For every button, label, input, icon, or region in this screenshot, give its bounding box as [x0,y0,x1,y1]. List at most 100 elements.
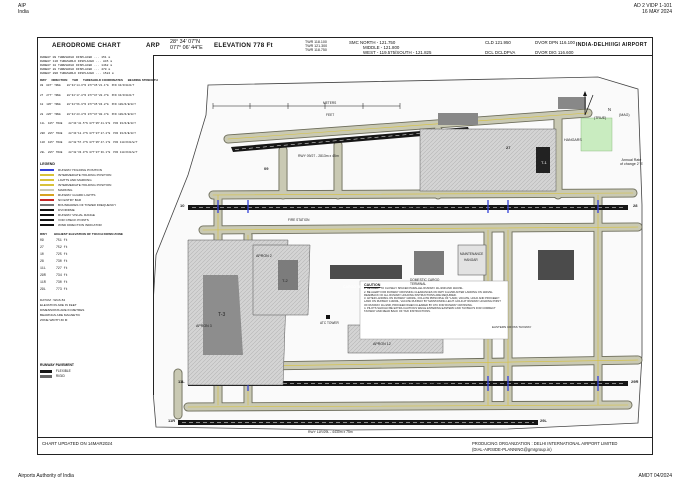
pavement-rigid-label: RIGID [55,374,65,378]
legend-item-label: DVOR/DME [58,208,75,212]
bearing-cell: 28°33'12.3"N 077°07'27.2"E [68,131,111,135]
datum-note: DIMENSIONS ARE IN METRES [40,308,85,312]
chart-updated: CHART UPDATED ON 14MAR2024 [42,441,113,446]
elevation-rwy: 27 [40,245,44,249]
label-apron-3: APRON 3 [196,324,212,328]
legend-swatch [40,209,54,212]
pavement-title: RUNWAY PAVEMENT [40,363,74,367]
legend-swatch [40,194,54,197]
label-rwy-11l29r: RWY 11L/29R - 4430m x 60m [404,381,449,385]
label-rwy-09: 09 [264,166,269,171]
scale-bar [212,103,401,109]
bearing-cell: PCN 110/R/B/W/T [113,141,138,144]
legend-item-label: RUNWAY GUARD LIGHTS [58,193,96,197]
legend-item-label: NO ENTRY BAR [58,198,82,202]
twr-freq-2: TWR 121.300 [305,44,328,48]
bearing-cell: PCN 93/R/B/W/T [111,93,135,97]
page-footer-right: AMDT 04/2024 [638,473,672,479]
producing-organization: PRODUCING ORGANIZATION : DELHI INTERNATI… [472,441,618,446]
bearing-cell: 097° TRUE [46,84,61,87]
smc-north: SMC NORTH - 121.750 [349,40,396,45]
elevation-rwy: 10 [40,252,44,256]
label-rwy-10: 10 [180,203,185,208]
hangar-block [438,113,478,125]
threshold-row-5: RUNWAY 29R THRESHOLD DISPLACED ... 1524 … [40,72,114,75]
arp-latitude: 28° 34' 07"N [170,39,200,45]
legend-item-label: VOR CHECK POINTS [58,218,89,222]
caution-item-1: 1. BE ALERT TO CLOSELY SPACED PARALLEL R… [364,287,464,291]
pavement-flexible-label: FLEXIBLE [55,369,71,373]
bearing-cell: 105° TRUE [47,141,63,144]
bearing-cell: 29R [40,131,45,135]
page-footer-left: Airports Authority of India [18,473,74,479]
terminal-3-building [203,275,243,355]
legend-swatch [40,199,54,202]
elevation-value: 730 ft [56,280,68,284]
label-rwy-29r: 29R [631,379,639,384]
legend-swatch [40,214,54,217]
bearing-cell: 09 [40,84,44,87]
bearing-cell: 285° TRUE [47,131,63,135]
legend-item-label: LIGHTS AND MARKING [58,178,92,182]
header-aip: AIP [18,3,27,9]
caution-item-4: 4. PILOTS SHOULD BE EXTRA CAUTIOUS WHILE… [364,307,496,314]
label-rwy-0927: RWY 09/27 - 2813m x 45m [298,154,339,158]
maintenance-hangar [457,244,487,276]
threshold-row-2: RUNWAY 11R THRESHOLD DISPLACED ... 845 m [40,60,113,63]
page-header-right: AD 2 VIDP 1-101 16 MAY 2024 [634,3,672,15]
smc-middle: MIDDLE - 121.800 [363,45,400,51]
label-rwy-11r29l: RWY 11R/29L - 4430m x 75m [308,430,353,434]
aerodrome-location: INDIA-DELHI/IGI AIRPORT [576,42,648,48]
atc-tower [326,315,330,319]
elevation-value: 730 ft [56,259,68,263]
arp-longitude: 077° 06' 44"E [170,44,203,51]
bearing-cell: 11L [40,122,45,125]
caution-item-2: 2. BE ALERT FOR RUNWAY CROSSING CLEARANC… [364,290,494,297]
legend-item: INTERMEDIATE HOLDING POSITION [40,183,111,187]
hangar-block-2 [558,97,586,109]
legend-item: VOR CHECK POINTS [40,218,89,222]
twr-freq-3: TWR 118.750 [305,48,327,52]
label-hangars: HANGARS [564,138,582,142]
elevation-rwy: 09 [40,238,44,242]
bearing-cell: 10 [40,103,44,106]
magnetic-variation-box [580,117,613,152]
datum-note: ZONE WIDTH 30 M [40,318,68,322]
aerodrome-map [149,76,643,431]
elevation-value: 773 ft [56,287,68,291]
runway-11l-29r [188,381,628,386]
bearing-cell: 28°34'17.8"N 077°07'20.3"E [66,93,109,97]
rigid-swatch [40,374,52,378]
pavement-flexible: FLEXIBLE [40,369,71,373]
bearing-cell: 285° TRUE [46,112,61,116]
variation-text-1: Annual Rate [621,158,642,162]
bearing-col-direction: DIRECTION [51,78,68,82]
bearing-table-header: RWY DIRECTION THR THRESHOLD COORDINATES … [40,78,158,82]
header-page-ref: AD 2 VIDP 1-101 [633,3,672,9]
runway-10-28 [188,205,628,210]
threshold-row-4: RUNWAY 28 THRESHOLD DISPLACED ... 470 m [40,68,111,71]
bearing-cell: 285° TRUE [47,150,63,154]
twr-freq-1: TWR 118.100 [305,40,327,44]
page-header-left: AIP India [18,3,29,15]
terminal-1 [536,147,550,173]
scale-label-meters: METERS [323,101,337,105]
dcl-label: DCL DCLDPVA [485,50,516,56]
elevation-rwy: 11L [40,266,46,270]
legend-item-label: INTERMEDIATE HOLDING POSITION [58,183,112,187]
bearing-cell: 27 [40,93,44,97]
bearing-cell: 105° TRUE [47,122,63,125]
legend-swatch [40,204,54,207]
scale-label-feet: FEET [326,113,335,117]
legend-item: NO ENTRY BAR [40,198,81,202]
variation-text-2: of change 2' E [620,162,643,167]
legend-swatch [40,169,54,172]
legend-item: RUNWAY GUARD LIGHTS [40,193,95,197]
threshold-row-3: RUNWAY 10 THRESHOLD DISPLACED ... 1462 m [40,64,113,67]
caution-notes: CAUTION 1. BE ALERT TO CLOSELY SPACED PA… [364,283,504,314]
